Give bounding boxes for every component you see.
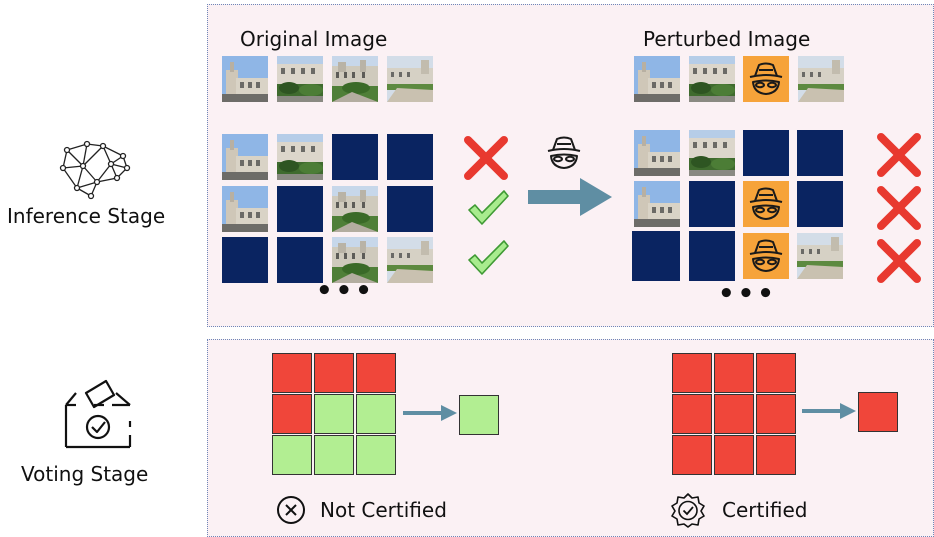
masked-patch: [387, 186, 433, 232]
perturbed-image-patch: [634, 56, 680, 102]
vote-cell: [356, 435, 396, 475]
ellipsis-dots: •••: [718, 279, 777, 309]
masked-patch: [277, 237, 323, 283]
ablated-image-patch: [387, 237, 433, 283]
vote-cell: [756, 353, 796, 393]
ablated-image-patch: [222, 134, 268, 180]
not-certified-label: Not Certified: [320, 498, 447, 522]
ablated-image-patch: [689, 130, 735, 176]
masked-patch: [689, 231, 735, 281]
vote-cell: [356, 353, 396, 393]
hacker-icon: [743, 56, 789, 102]
certified-label: Certified: [722, 498, 808, 522]
original-image-patch: [332, 56, 378, 102]
vote-cell: [272, 435, 312, 475]
hacker-icon: [743, 233, 789, 279]
vote-cell: [714, 394, 754, 434]
vote-cell: [272, 353, 312, 393]
ablated-image-patch: [797, 233, 843, 279]
perturbed-image-title: Perturbed Image: [643, 27, 811, 51]
vote-cell: [756, 435, 796, 475]
vote-result: [459, 395, 499, 435]
masked-patch: [277, 186, 323, 232]
ablated-image-patch: [634, 181, 680, 227]
ablated-image-patch: [332, 186, 378, 232]
ballot-box-icon: [64, 375, 136, 457]
masked-patch: [387, 134, 433, 180]
cross-icon: [875, 131, 923, 183]
inference-stage-label: Inference Stage: [7, 204, 166, 228]
badge-check-icon: [670, 492, 706, 532]
vote-result: [858, 392, 898, 432]
perturbed-image-patch: [798, 56, 844, 102]
vote-cell: [756, 394, 796, 434]
ablated-image-patch: [222, 186, 268, 232]
vote-cell: [356, 394, 396, 434]
original-image-title: Original Image: [240, 27, 388, 51]
voting-stage-label: Voting Stage: [21, 462, 149, 486]
original-image-patch: [387, 56, 433, 102]
cross-icon: [875, 237, 923, 289]
cross-icon: [875, 184, 923, 236]
arrow-icon: [802, 403, 856, 423]
vote-cell: [314, 435, 354, 475]
masked-patch: [743, 130, 789, 176]
perturbed-image-patch: [689, 56, 735, 102]
masked-patch: [797, 130, 843, 176]
vote-cell: [672, 435, 712, 475]
hacker-icon: [743, 181, 789, 227]
network-icon: [55, 138, 135, 204]
ellipsis-dots: •••: [316, 276, 375, 306]
arrow-icon: [528, 176, 614, 222]
hacker-icon: [541, 130, 587, 180]
arrow-icon: [403, 405, 457, 425]
cross-icon: [462, 134, 510, 186]
original-image-patch: [222, 56, 268, 102]
vote-cell: [272, 394, 312, 434]
masked-patch: [332, 134, 378, 180]
vote-cell: [672, 353, 712, 393]
check-icon: [466, 188, 510, 232]
masked-patch: [632, 231, 680, 281]
vote-cell: [672, 394, 712, 434]
vote-cell: [714, 435, 754, 475]
vote-cell: [314, 353, 354, 393]
x-circle-icon: [276, 495, 306, 529]
masked-patch: [689, 181, 735, 227]
original-image-patch: [277, 56, 323, 102]
check-icon: [466, 238, 510, 282]
vote-cell: [714, 353, 754, 393]
masked-patch: [222, 237, 268, 283]
masked-patch: [797, 181, 843, 227]
ablated-image-patch: [277, 134, 323, 180]
vote-cell: [314, 394, 354, 434]
ablated-image-patch: [634, 130, 680, 176]
